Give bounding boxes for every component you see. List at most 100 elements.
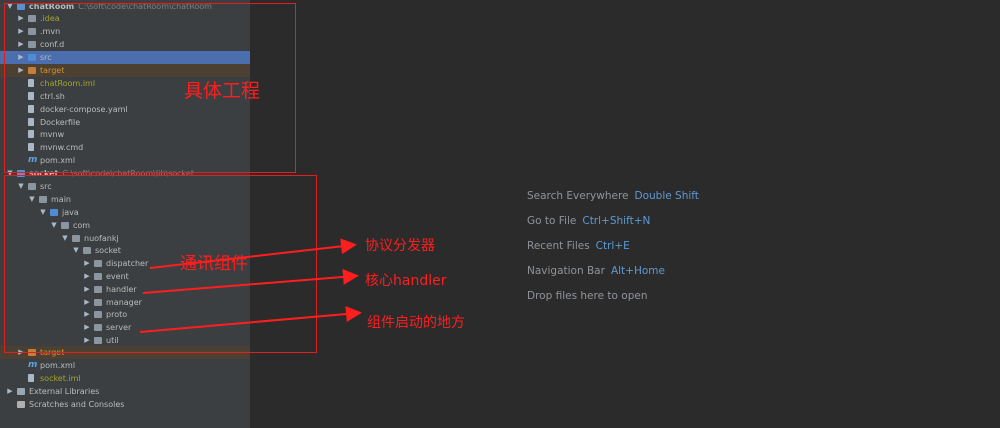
tree-row-proto[interactable]: ▶ proto	[0, 308, 250, 321]
tree-row-dispatcher[interactable]: ▶ dispatcher	[0, 257, 250, 270]
expand-arrow-right-icon[interactable]: ▶	[18, 14, 24, 22]
expand-arrow-right-icon[interactable]: ▶	[84, 323, 90, 331]
tree-row-event[interactable]: ▶event	[0, 270, 250, 283]
tree-row-src[interactable]: ▼src	[0, 180, 250, 193]
module-folder-icon	[17, 170, 25, 177]
tree-row-mvnw[interactable]: mvnw	[0, 128, 250, 141]
expand-arrow-right-icon[interactable]: ▶	[18, 27, 24, 35]
annotation-handler-label: 核心handler	[365, 273, 447, 289]
tree-row-label: conf.d	[40, 38, 64, 51]
tree-row-label: pom.xml	[40, 359, 75, 372]
expand-arrow-down-icon[interactable]: ▼	[51, 221, 57, 229]
expand-arrow-right-icon[interactable]: ▶	[84, 259, 90, 267]
expand-arrow-right-icon[interactable]: ▶	[84, 298, 90, 306]
tip-label: Drop files here to open	[527, 290, 648, 302]
tree-row-socket-iml[interactable]: socket.iml	[0, 372, 250, 385]
expand-arrow-down-icon[interactable]: ▼	[7, 169, 13, 177]
tree-row-dockerfile[interactable]: Dockerfile	[0, 116, 250, 129]
tip-drop-files: Drop files here to open	[527, 290, 647, 302]
tree-row-handler[interactable]: ▶ handler	[0, 283, 250, 296]
annotation-dispatcher-label: 协议分发器	[365, 238, 435, 254]
tree-row-external-libraries[interactable]: ▶External Libraries	[0, 385, 250, 398]
tree-row-src[interactable]: ▶ src	[0, 51, 250, 64]
file-icon	[28, 92, 34, 100]
tree-row-label: pom.xml	[40, 154, 75, 167]
tree-row-conf-d[interactable]: ▶ conf.d	[0, 38, 250, 51]
tree-row-name: java	[62, 208, 79, 217]
tree-row-label: handler	[106, 283, 137, 296]
tree-row--mvn[interactable]: ▶.mvn	[0, 25, 250, 38]
tree-row-mvnw-cmd[interactable]: mvnw.cmd	[0, 141, 250, 154]
tree-row-nuofankj[interactable]: ▼ nuofankj	[0, 232, 250, 245]
package-icon	[72, 235, 80, 242]
excluded-folder-icon	[28, 67, 36, 74]
expand-arrow-right-icon[interactable]: ▶	[84, 336, 90, 344]
folder-icon	[28, 41, 36, 48]
tip-shortcut: Ctrl+E	[595, 240, 630, 252]
tree-row-server[interactable]: ▶ server	[0, 321, 250, 334]
tree-row-name: mvnw	[40, 130, 65, 139]
tree-row-path: C:\soft\code\chatRoom\lib\socket	[62, 169, 194, 178]
file-icon	[28, 143, 34, 151]
tree-row-name: util	[106, 336, 119, 345]
tree-row-ctrl-sh[interactable]: ctrl.sh	[0, 90, 250, 103]
annotation-box-socket	[4, 175, 317, 353]
expand-arrow-down-icon[interactable]: ▼	[73, 246, 79, 254]
expand-arrow-down-icon[interactable]: ▼	[40, 208, 46, 216]
tree-row-label: .idea	[40, 12, 60, 25]
tree-row-name: proto	[106, 310, 128, 319]
expand-arrow-right-icon[interactable]: ▶	[84, 310, 90, 318]
expand-arrow-right-icon[interactable]: ▶	[84, 285, 90, 293]
tree-row-label: java	[62, 206, 79, 219]
file-icon	[28, 130, 34, 138]
expand-arrow-down-icon[interactable]: ▼	[62, 234, 68, 242]
tree-row-name: Scratches and Consoles	[29, 400, 125, 409]
tree-row-label: dispatcher	[106, 257, 148, 270]
maven-file-icon: m	[28, 155, 38, 165]
tree-row-label: docker-compose.yaml	[40, 103, 128, 116]
package-icon	[94, 260, 102, 267]
tree-row-label: server	[106, 321, 131, 334]
tree-row-label: manager	[106, 296, 142, 309]
expand-arrow-right-icon[interactable]: ▶	[7, 387, 13, 395]
tree-row-util[interactable]: ▶ util	[0, 334, 250, 347]
tree-row-name: nuofankj	[84, 234, 119, 243]
tree-row-manager[interactable]: ▶ manager	[0, 296, 250, 309]
expand-arrow-right-icon[interactable]: ▶	[18, 66, 24, 74]
tree-row-java[interactable]: ▼ java	[0, 206, 250, 219]
expand-arrow-down-icon[interactable]: ▼	[7, 2, 13, 10]
tree-row-com[interactable]: ▼com	[0, 219, 250, 232]
tip-shortcut: Double Shift	[634, 190, 699, 202]
tree-row-name: main	[51, 195, 71, 204]
tree-row-name: src	[40, 53, 52, 62]
file-icon	[28, 79, 34, 87]
tree-row-label: main	[51, 193, 71, 206]
tree-row--idea[interactable]: ▶ .idea	[0, 12, 250, 25]
tree-row-name: chatRoom	[29, 2, 75, 11]
tree-row-label: mvnw	[40, 128, 64, 141]
tree-row-scratches-and-consoles[interactable]: Scratches and Consoles	[0, 398, 250, 411]
tree-row-main[interactable]: ▼ main	[0, 193, 250, 206]
tree-row-docker-compose-yaml[interactable]: docker-compose.yaml	[0, 103, 250, 116]
package-icon	[94, 273, 102, 280]
tree-row-label: chatRoom.iml	[40, 77, 95, 90]
expand-arrow-right-icon[interactable]: ▶	[84, 272, 90, 280]
package-icon	[83, 247, 91, 254]
tree-row-socket[interactable]: ▼socket	[0, 244, 250, 257]
package-icon	[61, 222, 69, 229]
tree-row-chatroom-iml[interactable]: chatRoom.iml	[0, 77, 250, 90]
expand-arrow-right-icon[interactable]: ▶	[18, 53, 24, 61]
expand-arrow-right-icon[interactable]: ▶	[18, 40, 24, 48]
expand-arrow-down-icon[interactable]: ▼	[29, 195, 35, 203]
file-icon	[28, 105, 34, 113]
tree-row-label: src	[40, 51, 52, 64]
expand-arrow-down-icon[interactable]: ▼	[18, 182, 24, 190]
tree-row-target[interactable]: ▶target	[0, 64, 250, 77]
tip-label: Navigation Bar	[527, 265, 605, 277]
